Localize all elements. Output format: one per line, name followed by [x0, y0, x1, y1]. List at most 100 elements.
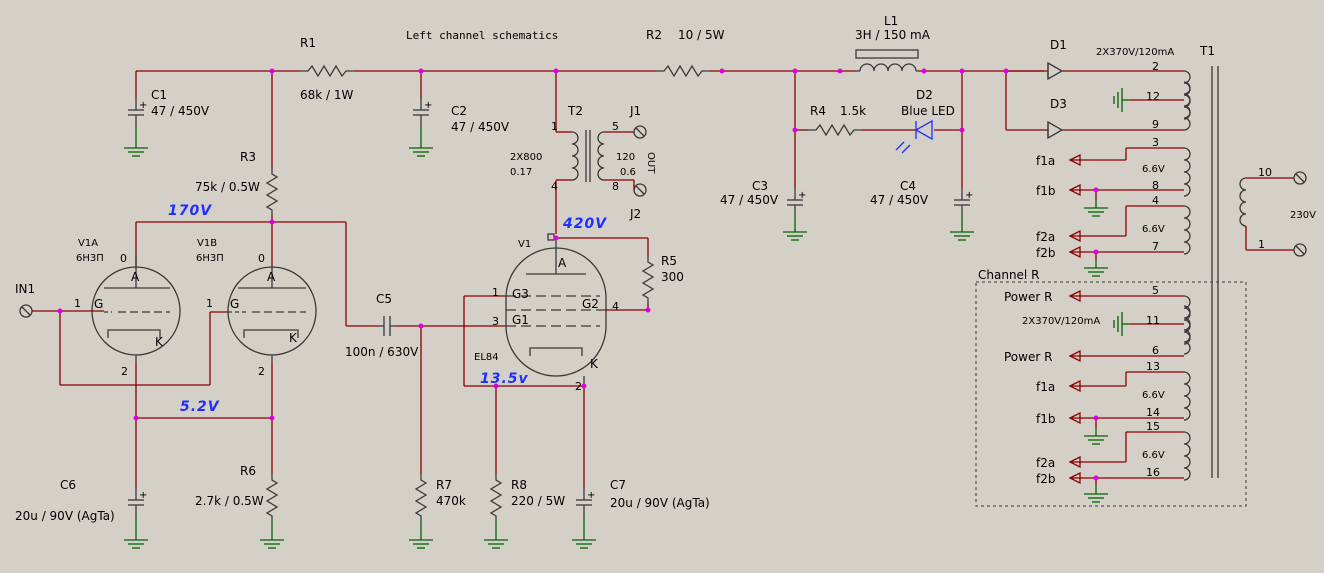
diode-d1: D1: [1047, 38, 1067, 81]
jack-j2: J2: [629, 180, 647, 221]
resistor-r8: R8 220 / 5W: [483, 473, 565, 549]
grid-wiring: [32, 310, 228, 386]
r6-value: 2.7k / 0.5W: [195, 494, 264, 508]
resistor-r3: R3 75k / 0.5W: [195, 150, 278, 222]
t2-primary2: 0.17: [510, 167, 532, 178]
r5-value: 300: [661, 270, 684, 284]
v1b-pin2: 2: [258, 365, 265, 378]
d3-ref: D3: [1050, 97, 1067, 111]
v1a-cathode-label: K: [155, 335, 164, 349]
c2-value: 47 / 450V: [451, 120, 510, 134]
r6-ref: R6: [240, 464, 256, 478]
v1-pin4: 4: [612, 300, 619, 313]
t2-primary: 2X800: [510, 152, 542, 163]
v1a-pin0: 0: [120, 252, 127, 265]
f2-voltage: 6.6V: [1142, 224, 1165, 235]
r-pin6: 6: [1152, 344, 1159, 357]
t2-pin4: 4: [551, 180, 558, 193]
v1-type: EL84: [474, 352, 499, 363]
f2b-label: f2b: [1036, 246, 1055, 260]
voltage-170v: 170V: [168, 203, 212, 219]
j2-label: J2: [629, 207, 641, 221]
resistor-r2: R2 10 / 5W: [646, 28, 725, 77]
supply-filter: [794, 71, 963, 188]
v1-g1-label: G1: [512, 313, 529, 327]
t2-ref: T2: [567, 104, 583, 118]
capacitor-c2: C2 47 / 450V: [408, 97, 510, 157]
r5-ref: R5: [661, 254, 677, 268]
v1b-ref: V1B: [197, 238, 217, 249]
c5-ref: C5: [376, 292, 392, 306]
r-f1a-label: f1a: [1036, 380, 1055, 394]
v1-pin2: 2: [575, 380, 582, 393]
r-f2-voltage: 6.6V: [1142, 450, 1165, 461]
channel-r-box: Channel R 5 11 6 2X370V/120mA Power R Po…: [975, 268, 1247, 507]
capacitor-c5: C5 100n / 630V: [345, 292, 419, 359]
d2-value: Blue LED: [901, 104, 955, 118]
v1-pin3: 3: [492, 315, 499, 328]
c6-value: 20u / 90V (AgTa): [15, 509, 115, 523]
v1-ref: V1: [518, 239, 531, 250]
c2-ref: C2: [451, 104, 467, 118]
hv-label: 2X370V/120mA: [1096, 47, 1174, 58]
r7-value: 470k: [436, 494, 466, 508]
f1b-label: f1b: [1036, 184, 1055, 198]
voltage-420v: 420V: [562, 216, 607, 232]
d2-ref: D2: [916, 88, 933, 102]
v1b-grid-label: G: [230, 297, 239, 311]
r-f2b-label: f2b: [1036, 472, 1055, 486]
r1-ref: R1: [300, 36, 316, 50]
resistor-r6: R6 2.7k / 0.5W: [195, 464, 285, 549]
power-transformer-t1: T1 2X370V/120mA 2 12 9 3 8 6.6V f1a f1b: [1036, 44, 1316, 478]
c3-ref: C3: [752, 179, 768, 193]
r-f2a-label: f2a: [1036, 456, 1055, 470]
r-f1-voltage: 6.6V: [1142, 390, 1165, 401]
capacitor-c6: C6 20u / 90V (AgTa): [15, 478, 149, 549]
power-r-1: Power R: [1004, 290, 1052, 304]
output-transformer-t2: T2 1 4 5 8 2X800 0.17 120 0.6 OUT: [510, 104, 656, 234]
inductor-l1: L1 3H / 150 mA: [855, 14, 931, 72]
d1-ref: D1: [1050, 38, 1067, 52]
voltage-13-5v: 13.5v: [480, 371, 529, 387]
c5-value: 100n / 630V: [345, 345, 419, 359]
tube-v1a: A G K 0 2 1 V1A 6H3П: [74, 238, 181, 378]
t1-pin8: 8: [1152, 179, 1159, 192]
v1b-anode-label: A: [267, 270, 276, 284]
r8-value: 220 / 5W: [511, 494, 565, 508]
r-f1b-label: f1b: [1036, 412, 1055, 426]
v1a-type: 6H3П: [76, 253, 104, 264]
t1-pin3: 3: [1152, 136, 1159, 149]
v1-cathode-label: K: [590, 357, 599, 371]
t1-pin9: 9: [1152, 118, 1159, 131]
r-hv-label: 2X370V/120mA: [1022, 316, 1100, 327]
r4-value: 1.5k: [840, 104, 866, 118]
c4-value: 47 / 450V: [870, 193, 929, 207]
resistor-r7: R7 470k: [408, 473, 466, 549]
t1-pin2: 2: [1152, 60, 1159, 73]
c1-ref: C1: [151, 88, 167, 102]
r4-ref: R4: [810, 104, 826, 118]
t2-pin5: 5: [612, 120, 619, 133]
r-pin11: 11: [1146, 314, 1160, 327]
l1-ref: L1: [884, 14, 898, 28]
r-pin16: 16: [1146, 466, 1160, 479]
t2-pin1: 1: [551, 120, 558, 133]
t2-pin8: 8: [612, 180, 619, 193]
g1-wiring: [396, 295, 585, 488]
l1-value: 3H / 150 mA: [855, 28, 931, 42]
tube-v1b: A G K 0 2 1 V1B 6H3П: [196, 238, 317, 378]
channel-r-label: Channel R: [978, 268, 1039, 282]
resistor-r1: R1 68k / 1W: [299, 36, 355, 102]
capacitor-c3: C3 47 / 450V: [720, 179, 808, 241]
v1b-cathode-label: K: [289, 331, 298, 345]
power-r-2: Power R: [1004, 350, 1052, 364]
jack-j1: J1: [629, 104, 647, 139]
junction-dots: [57, 68, 1099, 481]
diode-d3: D3: [1047, 97, 1067, 140]
c7-ref: C7: [610, 478, 626, 492]
t2-secondary2: 0.6: [620, 167, 636, 178]
v1a-pin1: 1: [74, 297, 81, 310]
mains-voltage: 230V: [1290, 210, 1316, 221]
